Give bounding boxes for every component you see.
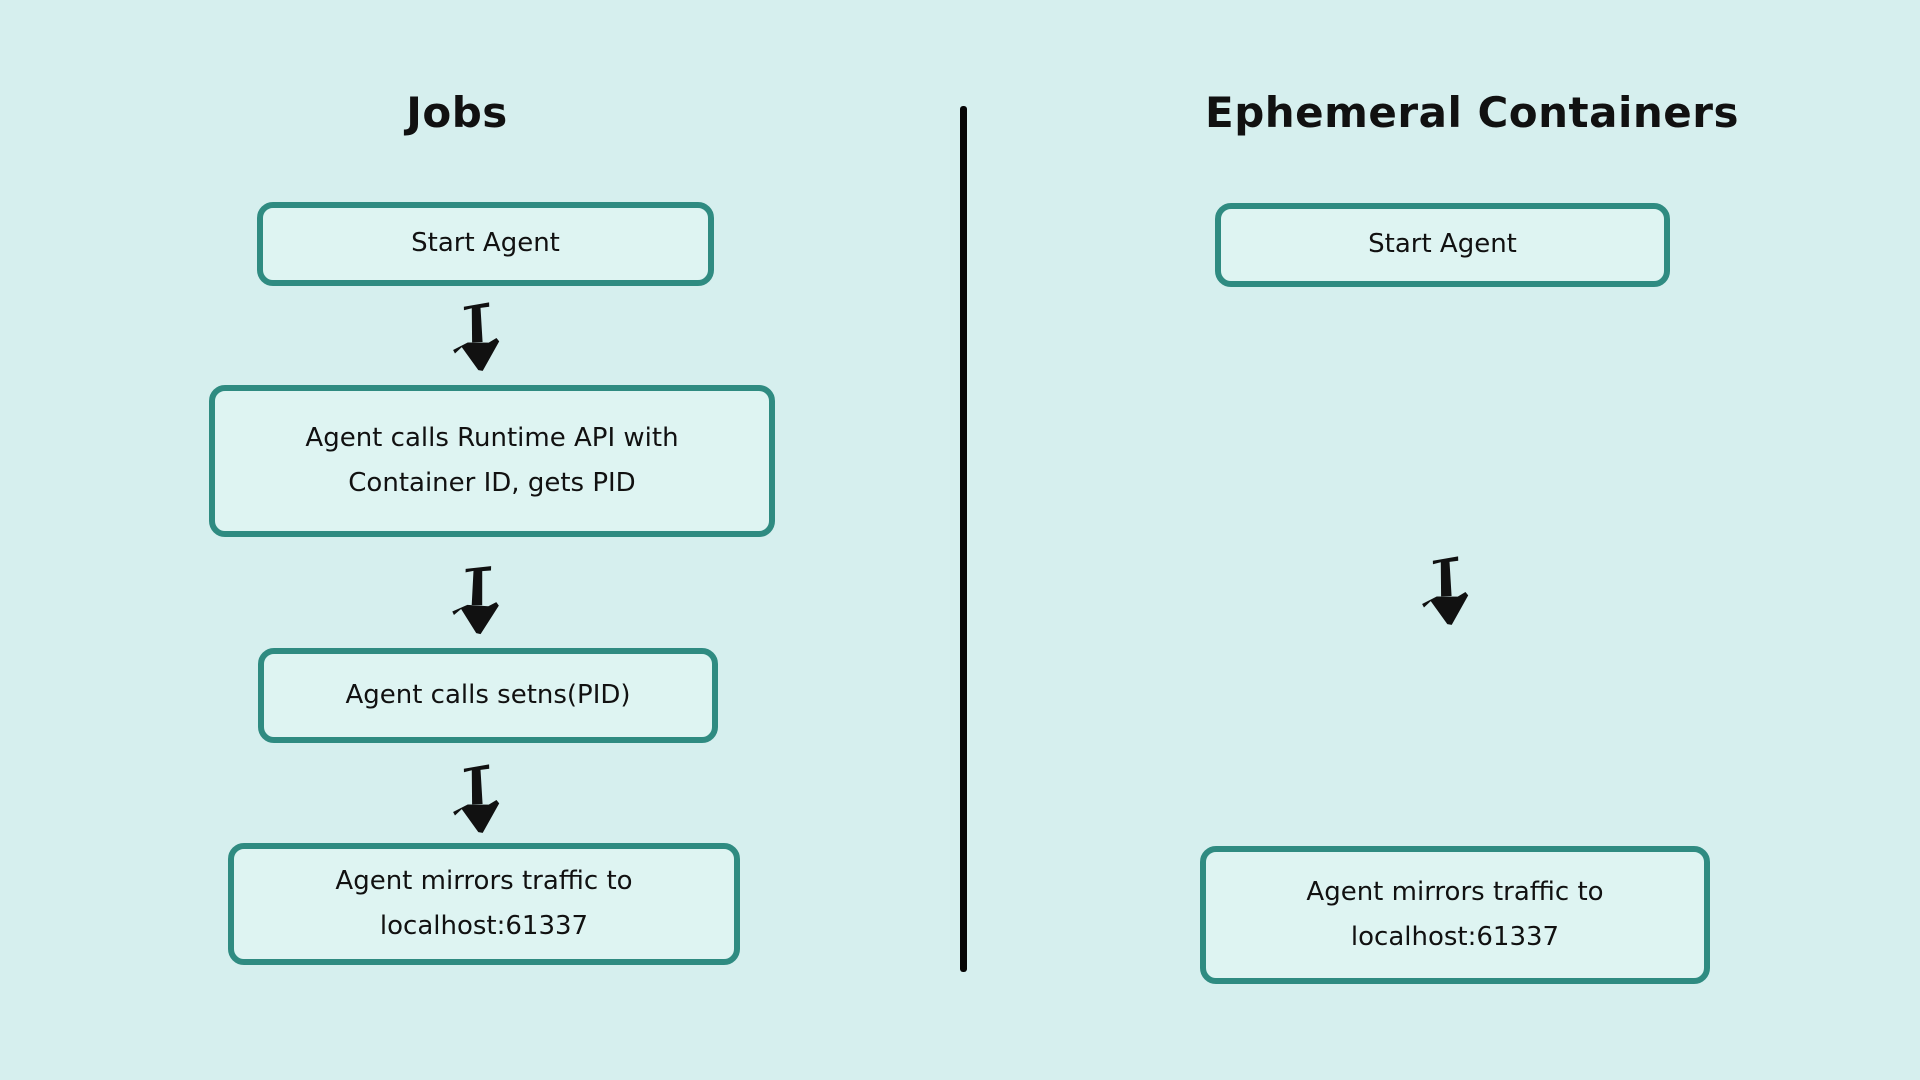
column-title-ephemeral-containers: Ephemeral Containers xyxy=(1205,88,1739,137)
arrow-down-icon xyxy=(449,296,508,376)
flow-node-label: Agent mirrors traffic to xyxy=(1306,876,1604,907)
arrow-down-icon xyxy=(449,559,507,638)
flow-node-start-agent-ephemeral: Start Agent xyxy=(1215,203,1670,287)
flow-node-label: localhost:61337 xyxy=(379,911,589,941)
column-divider-line xyxy=(960,106,967,972)
flow-node-mirror-traffic-jobs: Agent mirrors traffic to localhost:61337 xyxy=(228,843,740,965)
column-title-jobs: Jobs xyxy=(406,88,508,137)
flow-node-start-agent-jobs: Start Agent xyxy=(257,202,714,286)
flow-node-mirror-traffic-ephemeral: Agent mirrors traffic to localhost:61337 xyxy=(1200,846,1710,984)
flow-node-label: localhost:61337 xyxy=(1350,922,1560,952)
flow-node-label: Container ID, gets PID xyxy=(348,468,636,498)
flow-node-label: Start Agent xyxy=(1368,229,1517,260)
arrow-down-icon xyxy=(1418,550,1477,630)
flow-node-label: Agent calls setns(PID) xyxy=(345,679,631,710)
flow-node-label: Start Agent xyxy=(411,228,560,259)
flow-node-label: Agent mirrors traffic to xyxy=(335,865,633,896)
flow-node-setns: Agent calls setns(PID) xyxy=(258,648,718,743)
flow-node-runtime-api: Agent calls Runtime API with Container I… xyxy=(209,385,775,537)
arrow-down-icon xyxy=(449,758,508,838)
flow-node-label: Agent calls Runtime API with xyxy=(305,422,679,453)
